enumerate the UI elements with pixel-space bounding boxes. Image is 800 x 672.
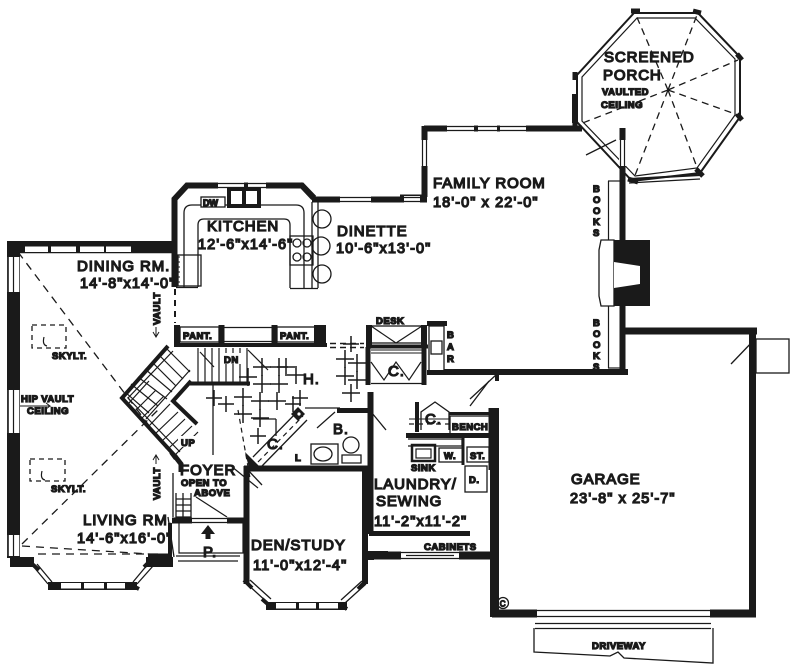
svg-text:C: C bbox=[500, 600, 506, 609]
svg-text:SKYLT.: SKYLT. bbox=[51, 484, 86, 495]
svg-text:O: O bbox=[593, 206, 601, 217]
svg-text:10'-6"x13'-0": 10'-6"x13'-0" bbox=[336, 241, 431, 257]
svg-text:23'-8" x 25'-7": 23'-8" x 25'-7" bbox=[570, 491, 676, 507]
svg-text:FAMILY ROOM: FAMILY ROOM bbox=[433, 175, 546, 192]
svg-text:FOYER: FOYER bbox=[180, 462, 236, 479]
svg-text:C.: C. bbox=[388, 363, 405, 380]
svg-text:ST.: ST. bbox=[470, 451, 485, 462]
svg-text:DW: DW bbox=[203, 198, 218, 208]
svg-text:SINK: SINK bbox=[411, 463, 436, 474]
svg-text:KITCHEN: KITCHEN bbox=[207, 218, 279, 235]
svg-text:S: S bbox=[593, 362, 600, 373]
svg-text:DESK: DESK bbox=[376, 316, 404, 327]
svg-text:VAULT: VAULT bbox=[152, 467, 163, 500]
svg-text:PANT.: PANT. bbox=[280, 331, 309, 342]
svg-text:B: B bbox=[447, 330, 454, 341]
svg-text:PANT.: PANT. bbox=[183, 331, 212, 342]
svg-text:K: K bbox=[593, 217, 600, 228]
svg-text:DINING RM.: DINING RM. bbox=[77, 258, 170, 275]
svg-text:11'-2"x11'-2": 11'-2"x11'-2" bbox=[374, 514, 467, 530]
svg-text:OPEN TO: OPEN TO bbox=[181, 478, 227, 489]
svg-text:PORCH: PORCH bbox=[603, 67, 662, 84]
svg-text:A: A bbox=[447, 342, 454, 353]
svg-text:S: S bbox=[593, 228, 600, 239]
svg-text:GARAGE: GARAGE bbox=[571, 471, 641, 488]
svg-text:14'-6"x16'-0": 14'-6"x16'-0" bbox=[77, 531, 172, 547]
svg-text:K: K bbox=[593, 351, 600, 362]
svg-text:VAULT: VAULT bbox=[152, 292, 163, 325]
svg-text:18'-0" x 22'-0": 18'-0" x 22'-0" bbox=[433, 195, 539, 211]
svg-text:HIP VAULT: HIP VAULT bbox=[21, 394, 74, 405]
svg-text:14'-8"x14'-0": 14'-8"x14'-0" bbox=[80, 276, 175, 292]
svg-text:L: L bbox=[295, 453, 301, 464]
svg-text:O: O bbox=[593, 195, 601, 206]
svg-text:B: B bbox=[593, 184, 600, 195]
svg-text:R: R bbox=[447, 354, 454, 365]
svg-text:UP: UP bbox=[181, 438, 195, 449]
svg-text:ABOVE: ABOVE bbox=[194, 488, 230, 499]
svg-text:SKYLT.: SKYLT. bbox=[52, 351, 87, 362]
svg-text:CABINETS: CABINETS bbox=[424, 542, 477, 553]
svg-text:W.: W. bbox=[444, 451, 456, 462]
svg-text:DN: DN bbox=[224, 355, 239, 366]
svg-text:H.: H. bbox=[303, 371, 320, 388]
svg-text:SCREENED: SCREENED bbox=[604, 49, 695, 66]
svg-text:BENCH: BENCH bbox=[452, 422, 488, 433]
svg-text:LIVING RM.: LIVING RM. bbox=[83, 512, 173, 529]
svg-text:CEILING: CEILING bbox=[601, 100, 643, 111]
svg-text:12'-6"x14'-6": 12'-6"x14'-6" bbox=[198, 237, 293, 253]
svg-text:VAULTED: VAULTED bbox=[602, 87, 649, 98]
svg-text:DRIVEWAY: DRIVEWAY bbox=[592, 641, 646, 652]
svg-text:O: O bbox=[593, 329, 601, 340]
svg-text:O: O bbox=[593, 340, 601, 351]
svg-text:D.: D. bbox=[469, 475, 480, 486]
svg-text:DINETTE: DINETTE bbox=[337, 223, 407, 240]
svg-text:C.: C. bbox=[267, 436, 284, 453]
svg-text:DEN/STUDY: DEN/STUDY bbox=[251, 537, 346, 554]
svg-text:B: B bbox=[593, 318, 600, 329]
svg-text:LAUNDRY/: LAUNDRY/ bbox=[374, 476, 457, 493]
svg-text:CEILING: CEILING bbox=[27, 406, 69, 417]
svg-text:SEWING: SEWING bbox=[376, 493, 442, 510]
svg-text:B.: B. bbox=[333, 421, 349, 438]
svg-text:11'-0"x12'-4": 11'-0"x12'-4" bbox=[253, 558, 347, 574]
